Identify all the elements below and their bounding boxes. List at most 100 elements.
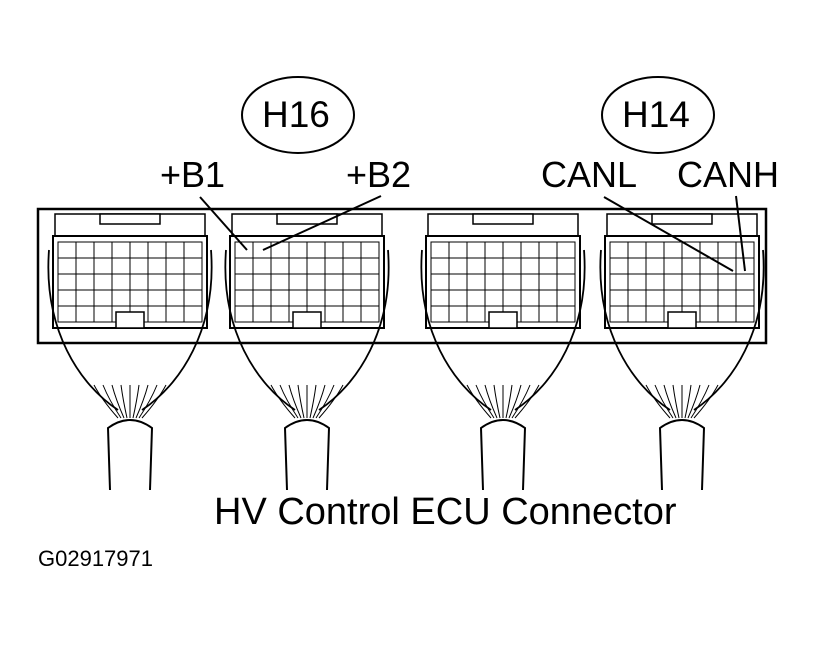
connector-pin-cavity [430,257,450,275]
harness-strand [466,384,492,419]
connector-pin-cavity [324,257,344,275]
connector-pin-cavity [502,241,522,259]
connector-key-notch [667,311,697,329]
connector-pin-cavity [699,289,719,307]
harness-strand [312,384,326,419]
connector-pin-cavity [430,273,450,291]
b1-leader-line [199,196,248,251]
connector-pin-cavity [129,257,149,275]
harness-boot [47,249,213,411]
connector-pin-cavity [342,305,362,323]
connector-pin-cavity [448,273,468,291]
connector-pin-cavity [129,273,149,291]
connector-pin-cavity [270,273,290,291]
connector-pin-cavity [147,257,167,275]
connector-pin-cavity [448,289,468,307]
connector-pin-cavity [645,273,665,291]
connector-pin-cavity [342,289,362,307]
connector-pin-cavity [538,305,558,323]
harness-strand [288,384,302,419]
harness-strand [93,384,119,419]
harness-strand [132,384,140,419]
canh-leader-line [735,195,746,272]
harness-strand [297,384,305,419]
connector-pin-cavity [556,273,576,291]
harness-strand [511,384,531,419]
harness-strand [309,384,317,419]
connector-pin-cavity [288,273,308,291]
connector-lock-tab [651,213,713,225]
harness-strand [270,384,296,419]
connector-pin-cavity [484,273,504,291]
connector-pin-cavity [645,257,665,275]
connector-pin-cavity [645,305,665,323]
connector-pin-cavity [360,273,380,291]
connector-pin-cavity [502,289,522,307]
connector-pin-cavity [111,241,131,259]
harness-cable [479,419,527,491]
harness-boot [599,249,765,411]
b2-leader-line [262,195,382,251]
harness-boot [420,249,586,411]
harness-strand [645,384,671,419]
connector-pin-cavity [699,273,719,291]
connector-pin-cavity [165,289,185,307]
connector-pin-cavity [627,289,647,307]
connector-pin-cavity [165,273,185,291]
connector-pin-cavity [183,257,203,275]
connector-pin-cavity [448,241,468,259]
harness-strand [684,384,692,419]
connector-key-notch [488,311,518,329]
connector-pin-cavity [699,241,719,259]
connector-pin-cavity [75,305,95,323]
connector-pin-cavity [57,273,77,291]
connector-pin-cavity [183,273,203,291]
connector-pin-cavity [270,305,290,323]
connector-pin-cavity [111,273,131,291]
connector-pin-cavity [57,305,77,323]
canh-pin-label: CANH [677,154,780,195]
connector-pin-cavity [360,289,380,307]
connector-pin-cavity [234,241,254,259]
connector-pin-cavity [717,305,737,323]
harness-strand [505,384,513,419]
connector-pin-cavity [75,289,95,307]
connector-pin-cavity [75,273,95,291]
connector-pin-cavity [466,241,486,259]
harness-strand [315,384,335,419]
connector-pin-cavity [520,241,540,259]
harness-strand [138,384,158,419]
harness-cable [283,419,331,491]
connector-pin-cavity [735,289,755,307]
connector-pin-cavity [663,257,683,275]
connector-pin-cavity [57,289,77,307]
connector-pin-cavity [520,305,540,323]
connector-pin-cavity [466,273,486,291]
connector-pin-cavity [57,257,77,275]
connector-pin-cavity [430,305,450,323]
connector-pin-cavity [306,241,326,259]
connector-pin-cavity [147,289,167,307]
harness-strand [514,384,540,419]
harness-strand [141,384,167,419]
connector-pin-cavity [306,289,326,307]
connector-pin-cavity [234,289,254,307]
connector-pin-cavity [645,241,665,259]
connector-group [47,213,765,491]
connector-pin-cavity [484,257,504,275]
connector-pin-cavity [165,241,185,259]
connector-pin-cavity [717,257,737,275]
connector-pin-cavity [93,241,113,259]
connector-pin-cavity [324,273,344,291]
connector-pin-cavity [234,305,254,323]
connector-pin-cavity [252,305,272,323]
connector-pin-cavity [75,257,95,275]
canl-leader-line [603,196,734,272]
connector-pin-cavity [448,305,468,323]
h14-callout-ellipse [601,76,715,154]
harness-strand [663,384,677,419]
connector-pin-cavity [627,273,647,291]
connector-pin-cavity [288,257,308,275]
connector-pin-cavity [502,257,522,275]
connector-pin-cavity [681,273,701,291]
